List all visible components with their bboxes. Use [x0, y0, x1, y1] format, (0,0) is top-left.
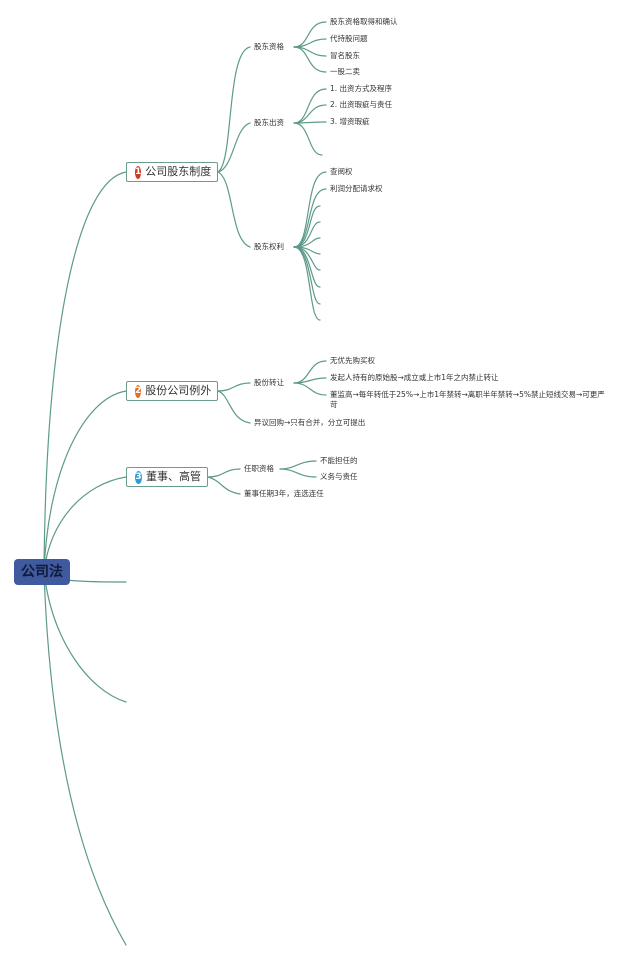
leaf-item[interactable]: 冒名股东	[330, 51, 360, 60]
leaf-item[interactable]: 查阅权	[330, 167, 353, 176]
leaf-item[interactable]: 义务与责任	[320, 472, 358, 481]
branch-shareholder-system[interactable]: 1 公司股东制度	[126, 162, 218, 182]
branch-label: 董事、高管	[146, 470, 201, 483]
leaf-item[interactable]: 利润分配请求权	[330, 184, 383, 193]
leaf-item[interactable]: 3. 增资瑕疵	[330, 117, 370, 126]
leaf-item[interactable]: 无优先购买权	[330, 356, 375, 365]
number-badge-1: 1	[135, 165, 142, 179]
topic-director-term[interactable]: 董事任期3年，连选连任	[244, 489, 324, 498]
leaf-item[interactable]: 代持股问题	[330, 34, 368, 43]
leaf-item[interactable]: 一股二卖	[330, 67, 360, 76]
topic-shareholder-contribution[interactable]: 股东出资	[254, 118, 284, 127]
topic-shareholder-qualification[interactable]: 股东资格	[254, 42, 284, 51]
topic-shareholder-rights[interactable]: 股东权利	[254, 242, 284, 251]
number-badge-3: 3	[135, 470, 142, 484]
leaf-item[interactable]: 不能担任的	[320, 456, 358, 465]
leaf-item[interactable]: 股东资格取得和确认	[330, 17, 398, 26]
branch-label: 股份公司例外	[145, 384, 212, 397]
topic-appointment-qualification[interactable]: 任职资格	[244, 464, 274, 473]
leaf-item[interactable]: 董监高→每年转低于25%→上市1年禁转→离职半年禁转→5%禁止短线交易→可更严苛	[330, 390, 605, 409]
branch-joint-stock-exceptions[interactable]: 2 股份公司例外	[126, 381, 218, 401]
number-badge-2: 2	[135, 384, 142, 398]
leaf-item[interactable]: 1. 出资方式及程序	[330, 84, 393, 93]
topic-share-transfer[interactable]: 股份转让	[254, 378, 284, 387]
branch-label: 公司股东制度	[145, 165, 212, 178]
topic-objection-buyback[interactable]: 异议回购→只有合并，分立可提出	[254, 418, 366, 427]
leaf-item[interactable]: 发起人持有的原始股→成立或上市1年之内禁止转让	[330, 373, 499, 382]
leaf-item[interactable]: 2. 出资瑕疵与责任	[330, 100, 393, 109]
root-node[interactable]: 公司法	[14, 559, 70, 585]
branch-directors-executives[interactable]: 3 董事、高管	[126, 467, 208, 487]
